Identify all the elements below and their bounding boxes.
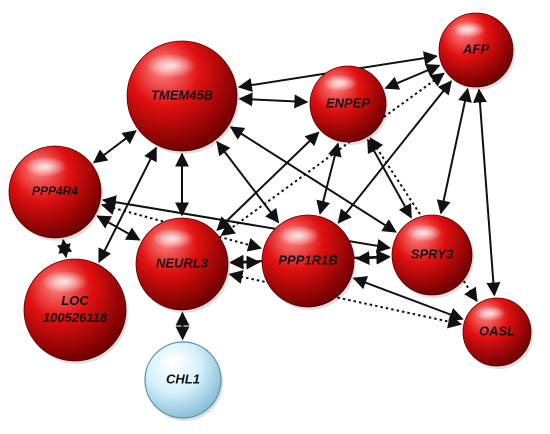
edge-tmem45b-enpep <box>238 92 309 109</box>
node-label: LOC <box>61 293 89 308</box>
edge-enpep-afp <box>384 63 441 90</box>
node-highlight <box>451 21 486 38</box>
node-label: AFP <box>462 41 489 56</box>
node-ppp1r1b: PPP1R1B <box>261 214 356 310</box>
node-highlight <box>25 156 67 177</box>
node-chl1: CHL1 <box>144 341 223 421</box>
node-highlight <box>474 305 506 321</box>
node-label: OASL <box>479 323 515 338</box>
edge-enpep-ppp1r1b <box>316 142 342 215</box>
edge-tmem45b-ppp4r4 <box>92 130 137 164</box>
edge-ppp1r1b-spry3 <box>355 250 391 266</box>
node-highlight <box>406 224 442 242</box>
edge-afp-spry3 <box>436 87 472 215</box>
edge-afp-oasl <box>472 88 501 297</box>
node-label: 100526118 <box>43 310 108 325</box>
node-label: TMEM45B <box>151 87 213 102</box>
node-oasl: OASL <box>462 297 533 369</box>
node-label: PPP4R4 <box>32 184 78 198</box>
edge-ppp4r4-loc <box>56 238 73 259</box>
edge-tmem45b-ppp1r1b <box>216 140 280 224</box>
node-spry3: SPRY3 <box>391 214 474 298</box>
node-label: PPP1R1B <box>278 252 337 267</box>
node-label: CHL1 <box>166 371 200 386</box>
node-ppp4r4: PPP4R4 <box>8 145 103 241</box>
node-label: NEURL3 <box>156 255 209 270</box>
node-label: ENPEP <box>326 95 370 110</box>
edge-ppp4r4-neurl3 <box>96 215 141 241</box>
node-loc: LOC 100526118 <box>23 258 128 364</box>
node-highlight <box>146 53 196 78</box>
node-neurl3: NEURL3 <box>135 217 230 313</box>
node-highlight <box>158 350 193 368</box>
node-label: SPRY3 <box>411 246 454 261</box>
node-enpep: ENPEP <box>309 65 388 145</box>
node-highlight <box>152 228 194 249</box>
edge-layer <box>56 51 501 341</box>
edge-ppp1r1b-oasl <box>352 276 464 322</box>
node-afp: AFP <box>438 12 515 90</box>
node-highlight <box>323 74 358 92</box>
node-highlight <box>278 225 320 246</box>
node-highlight <box>41 270 88 294</box>
node-tmem45b: TMEM45B <box>126 40 239 154</box>
